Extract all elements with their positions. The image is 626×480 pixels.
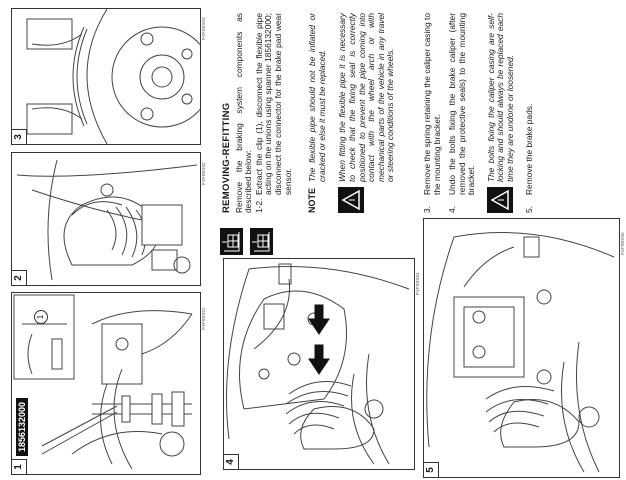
note-block: NOTE The flexible pipe should not be inf… bbox=[307, 13, 327, 213]
callout-1: 1 bbox=[34, 310, 48, 324]
figure-3-caption: P4F08S03 bbox=[201, 17, 206, 40]
figure-1-caption: P4F08S01 bbox=[201, 307, 206, 330]
figure-4-number: 4 bbox=[224, 454, 239, 469]
warning-text: When fitting the flexible pipe it is nec… bbox=[337, 13, 396, 182]
figure-2-number: 2 bbox=[12, 270, 27, 285]
figure-5-caption: P4F08S05 bbox=[620, 232, 625, 255]
warning-2: The bolts fixing the caliper casing are … bbox=[485, 13, 516, 213]
procedure-text: REMOVING-REFITTING Remove the braking sy… bbox=[221, 13, 535, 213]
figure-5-illustration bbox=[426, 232, 615, 473]
figure-3: 3 bbox=[11, 8, 201, 145]
refitting-procedure-icon bbox=[250, 228, 273, 255]
warning-triangle-icon bbox=[486, 187, 513, 213]
step-number: 1-2. bbox=[253, 198, 264, 213]
figure-4-illustration bbox=[226, 263, 410, 465]
step-1-2: 1-2. Extract the clip (1), disconnect th… bbox=[253, 13, 293, 213]
figure-5-number: 5 bbox=[424, 462, 439, 477]
warning-triangle-icon bbox=[338, 187, 365, 213]
warning-1: When fitting the flexible pipe it is nec… bbox=[337, 13, 396, 213]
step-number: 5. bbox=[523, 206, 534, 213]
step-number: 3. bbox=[421, 206, 432, 213]
tool-code-label: 1856132000 bbox=[16, 397, 28, 456]
figure-5: 5 bbox=[423, 218, 620, 478]
figure-3-illustration bbox=[26, 9, 200, 144]
figure-1-number: 1 bbox=[12, 459, 27, 474]
note-label: NOTE bbox=[307, 187, 318, 213]
figure-2-illustration bbox=[16, 159, 198, 281]
figure-2: 2 bbox=[11, 152, 201, 286]
step-text: Remove the spring retaining the caliper … bbox=[421, 13, 442, 195]
section-heading: REMOVING-REFITTING bbox=[221, 102, 232, 213]
figure-2-caption: P4F08S02 bbox=[201, 162, 206, 185]
step-text: Remove the brake pads. bbox=[523, 103, 534, 195]
figure-4-caption: P4F08S04 bbox=[415, 272, 420, 295]
step-number: 4. bbox=[447, 206, 458, 213]
figure-3-number: 3 bbox=[12, 129, 27, 144]
removal-procedure-icon bbox=[220, 228, 243, 255]
step-text: Extract the clip (1), disconnect the fle… bbox=[253, 13, 293, 195]
note-text: The flexible pipe should not be inflated… bbox=[307, 13, 327, 182]
step-text: Undo the bolts fixing the brake caliper … bbox=[447, 13, 477, 195]
figure-4: 4 bbox=[223, 258, 415, 470]
step-3: 3. Remove the spring retaining the calip… bbox=[421, 13, 442, 213]
intro-text: Remove the braking system components as … bbox=[233, 13, 254, 213]
step-5: 5. Remove the brake pads. bbox=[523, 13, 535, 213]
step-4: 4. Undo the bolts fixing the brake calip… bbox=[447, 13, 477, 213]
figure-1-illustration bbox=[13, 294, 193, 470]
warning-text: The bolts fixing the caliper casing are … bbox=[485, 13, 516, 182]
figure-1: 1 1856132000 1 bbox=[11, 292, 201, 475]
